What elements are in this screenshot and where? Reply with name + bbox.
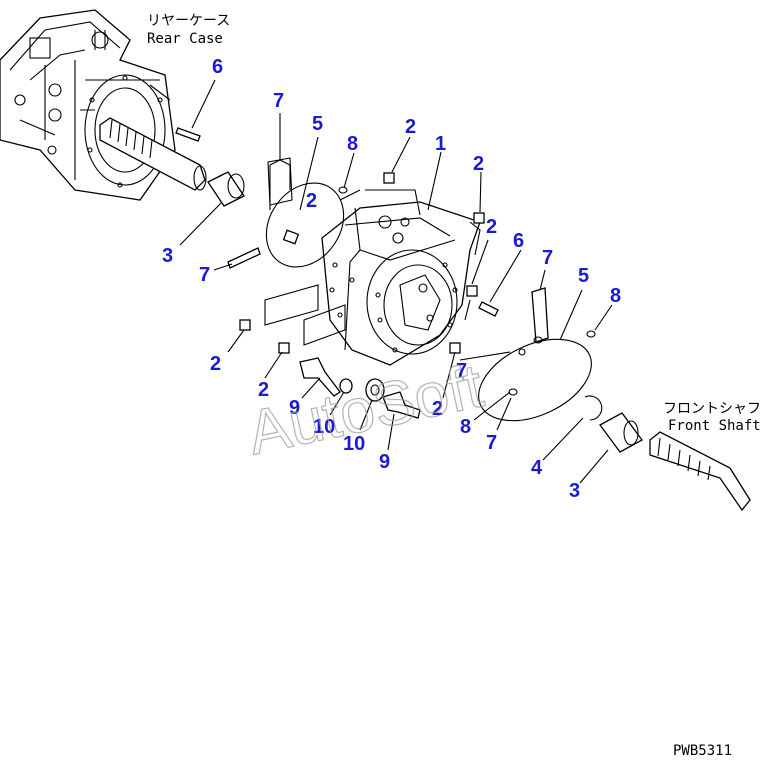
callout-4: 4 (531, 457, 543, 479)
callout-2: 2 (432, 398, 443, 420)
callout-2: 2 (473, 153, 484, 175)
rear-case-jp-caption: リヤーケース (147, 13, 230, 29)
callout-6: 6 (212, 56, 223, 78)
callout-3: 3 (162, 245, 173, 267)
callout-5: 5 (578, 265, 589, 287)
drawing-code: PWB5311 (673, 743, 732, 759)
callout-5: 5 (312, 113, 323, 135)
callout-2: 2 (210, 353, 221, 375)
callout-3: 3 (569, 480, 580, 502)
callout-9: 9 (379, 451, 390, 473)
gasket-plates-drawing (264, 157, 421, 346)
callout-2: 2 (405, 116, 416, 138)
small-parts-drawing (227, 172, 596, 419)
callout-9: 9 (289, 397, 300, 419)
callout-7: 7 (486, 432, 497, 454)
leader-lines (179, 79, 613, 484)
callout-2: 2 (486, 216, 497, 238)
callout-numbers: 6 7 5 8 2 1 2 2 2 6 3 7 7 5 8 2 7 2 9 2 … (162, 56, 621, 502)
front-shaft-jp-caption: フロントシャフト (663, 401, 763, 417)
callout-7: 7 (273, 90, 284, 112)
callout-2: 2 (258, 379, 269, 401)
callout-10: 10 (313, 416, 335, 438)
callout-1: 1 (435, 133, 446, 155)
callout-7: 7 (456, 360, 467, 382)
front-shaft-en-caption: Front Shaft (668, 418, 761, 434)
bearing-left-drawing (207, 171, 245, 207)
callout-7: 7 (542, 247, 553, 269)
callout-10: 10 (343, 433, 365, 455)
callout-8: 8 (610, 285, 621, 307)
callout-6: 6 (513, 230, 524, 252)
callout-8: 8 (347, 133, 358, 155)
pump-housing-drawing (321, 201, 481, 366)
rear-case-en-caption: Rear Case (147, 31, 223, 47)
front-shaft-drawing (584, 395, 751, 512)
callout-8: 8 (460, 416, 471, 438)
o-ring-left-drawing (265, 182, 345, 268)
o-ring-right-drawing (478, 338, 592, 422)
rear-case-drawing (0, 9, 207, 201)
callout-2: 2 (306, 190, 317, 212)
pin-left-drawing (175, 127, 201, 142)
callout-7: 7 (199, 264, 210, 286)
watermark-text: AutoSoft (242, 351, 489, 468)
